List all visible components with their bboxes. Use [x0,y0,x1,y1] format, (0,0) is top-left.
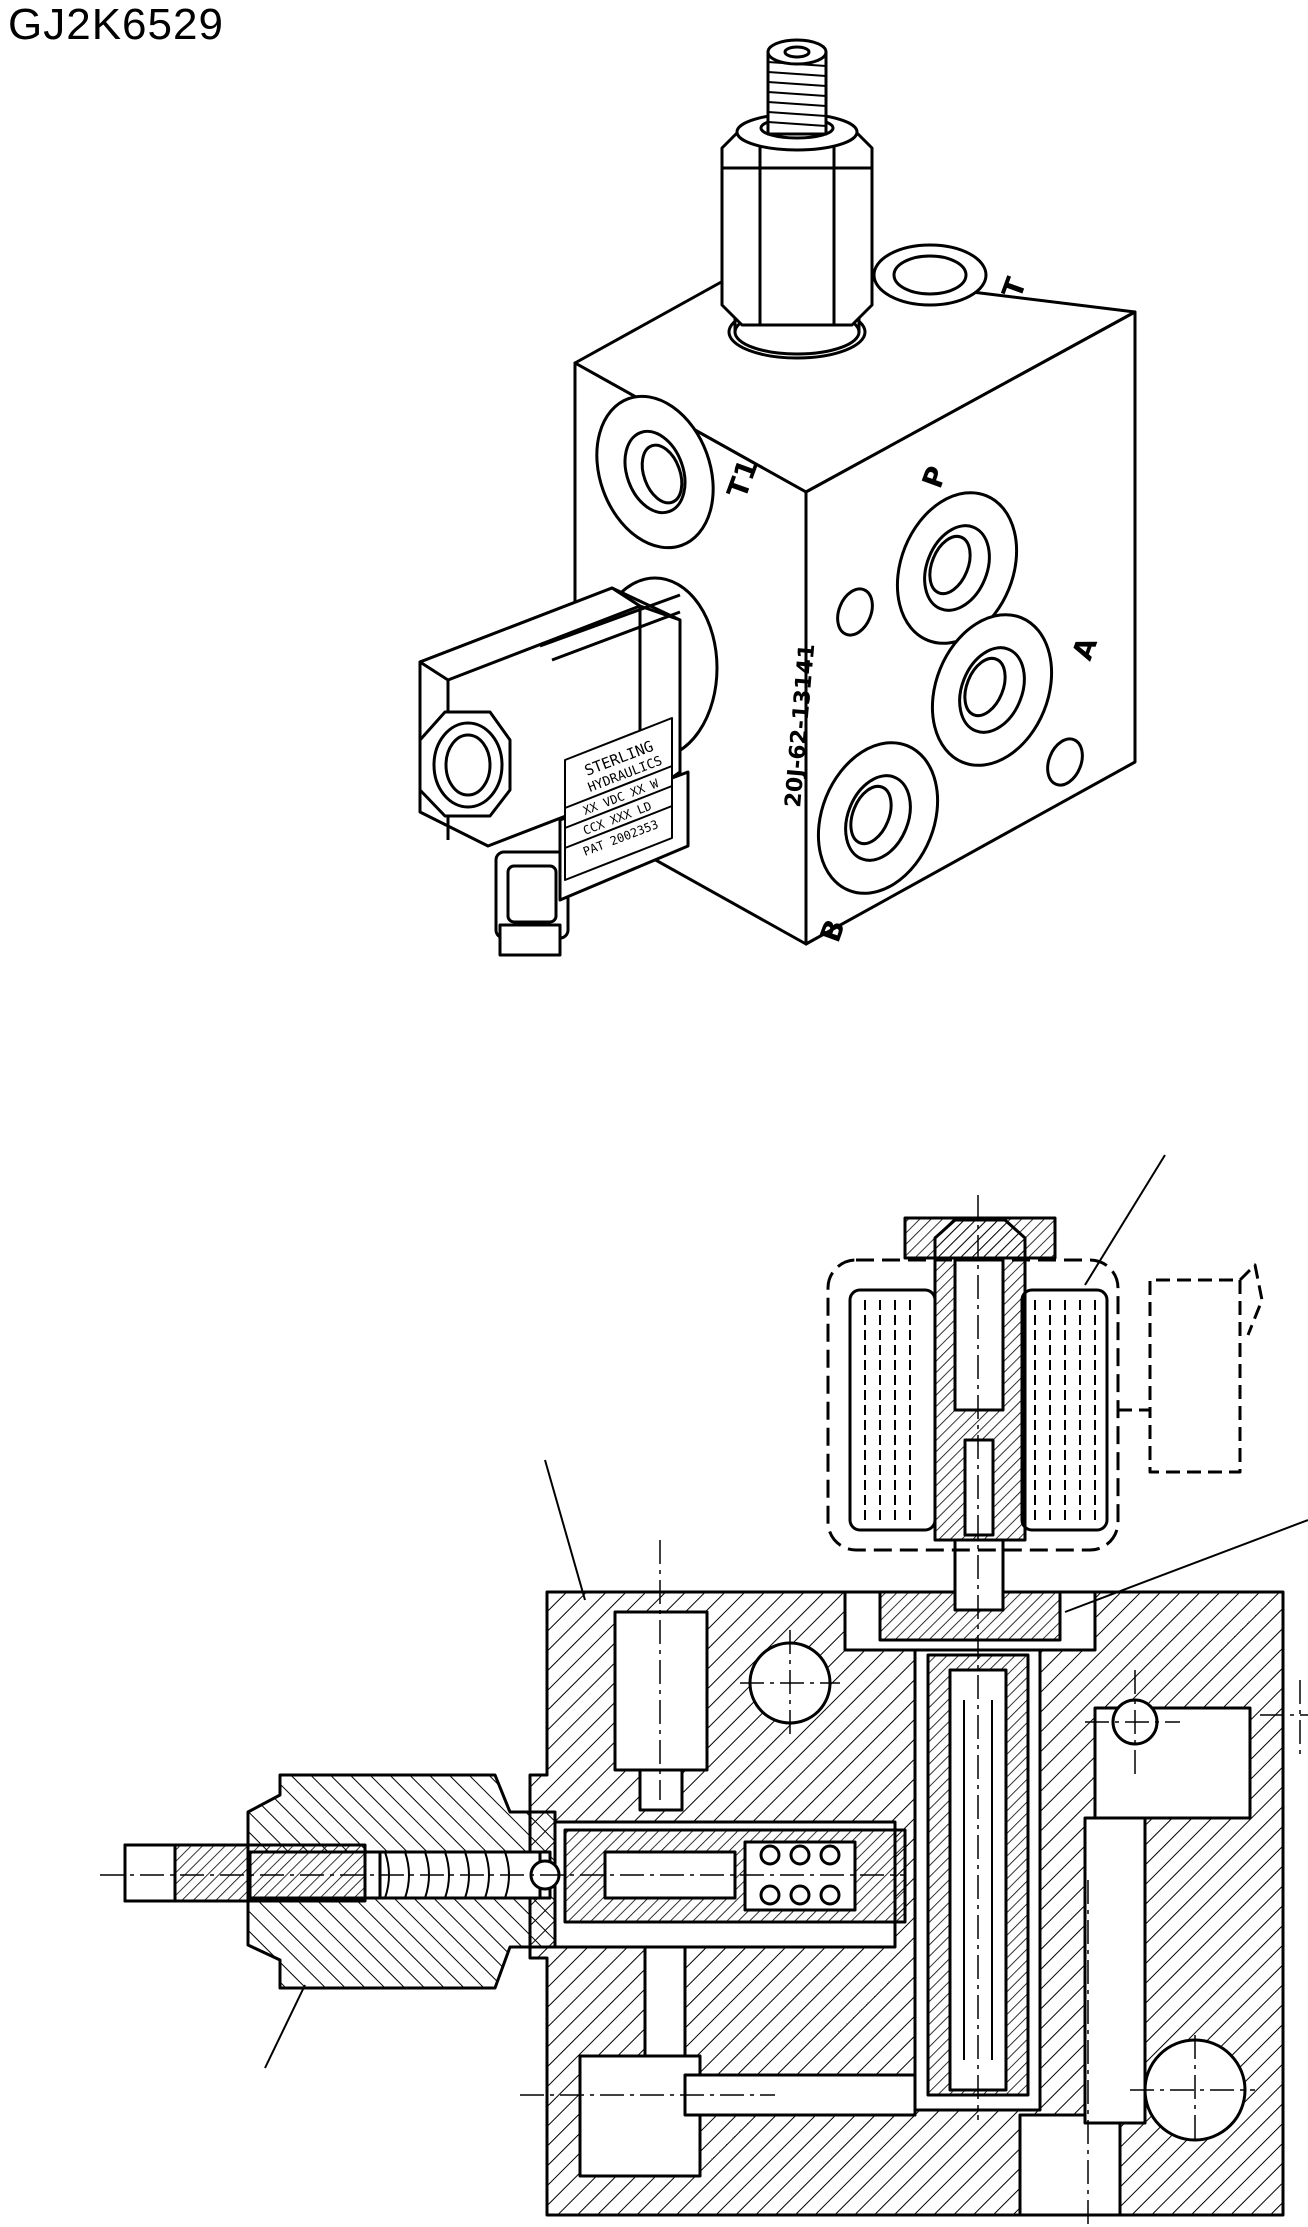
port-t-top [872,243,988,307]
relief-valve-cartridge [720,38,874,360]
leader-lines [264,1154,1308,2069]
mounting-holes [836,587,1084,787]
coil-nameplate: STERLING HYDRAULICS XX VDC XX W CCX XXX … [564,717,673,881]
cross-section-view [100,1154,1308,2227]
drawing-code: GJ2K6529 [8,0,224,49]
solenoid-cartridge-section [878,1195,1062,2120]
isometric-valve-view: STERLING HYDRAULICS XX VDC XX W CCX XXX … [418,38,1137,957]
port-p [895,491,1019,645]
port-b [816,741,940,895]
coil-section [826,1258,1264,1552]
port-a [930,613,1054,767]
port-t1 [595,394,715,550]
relief-cartridge-section [100,1773,907,1990]
center-lines [520,1540,1308,2227]
